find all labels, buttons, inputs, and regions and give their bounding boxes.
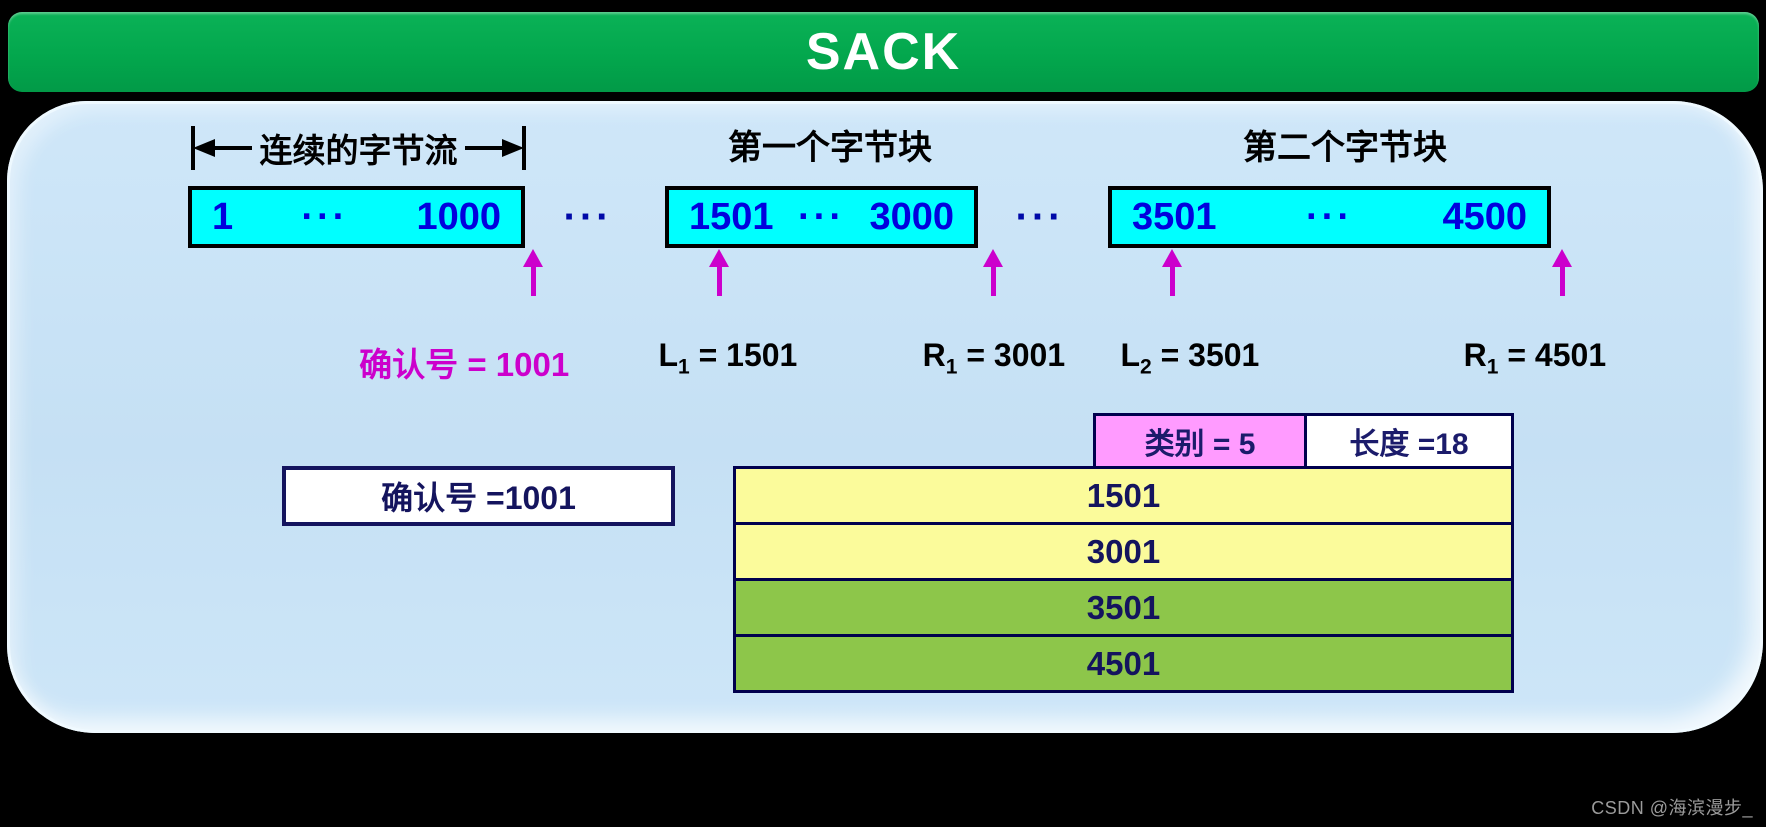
pointer-value: = 1001: [458, 346, 570, 383]
pointer-label-l1: L1 = 1501: [641, 300, 798, 379]
gap-ellipsis-icon: ···: [563, 194, 613, 239]
pointer-sub: 1: [677, 355, 690, 379]
ack-number-box: 确认号 =1001: [282, 466, 675, 526]
block1-label: 第一个字节块: [728, 128, 932, 167]
up-arrow-icon: [1162, 249, 1182, 296]
pointer-label-r1: R1 = 3001: [905, 300, 1065, 379]
ellipsis-icon: ···: [301, 195, 349, 238]
dimension-arrow-right-icon: [465, 126, 526, 170]
ellipsis-icon: ···: [1306, 195, 1353, 238]
dimension-label: 连续的字节流: [259, 132, 458, 169]
range-start: 1: [212, 195, 234, 238]
up-arrow-icon: [709, 249, 729, 296]
byte-range-box-2: 1501 ··· 3000: [665, 186, 978, 248]
pointer-sub: 1: [945, 355, 958, 379]
watermark: CSDN @海滨漫步_: [1591, 798, 1753, 818]
byte-range-box-1: 1 ··· 1000: [188, 186, 525, 248]
gap-ellipsis-icon: ···: [1015, 194, 1065, 239]
pointer-base: R: [1463, 337, 1487, 373]
dimension-arrow-left-icon: [191, 126, 252, 170]
pointer-value: = 3001: [957, 337, 1066, 373]
pointer-label-ack: 确认号 = 1001: [341, 300, 569, 390]
range-start: 3501: [1132, 195, 1217, 238]
pointer-sub: 2: [1139, 355, 1152, 379]
option-length-cell: 长度 =18: [1304, 413, 1514, 469]
pointer-base: L: [658, 337, 678, 373]
up-arrow-icon: [523, 249, 543, 296]
pointer-label-r1b: R1 = 4501: [1446, 300, 1606, 379]
page-title: SACK: [805, 23, 962, 81]
pointer-label-l2: L2 = 3501: [1103, 300, 1260, 379]
option-type-cell: 类别 = 5: [1093, 413, 1307, 469]
pointer-value: = 4501: [1498, 337, 1607, 373]
ellipsis-icon: ···: [798, 195, 845, 238]
pointer-value: = 3501: [1151, 337, 1260, 373]
byte-range-box-3: 3501 ··· 4500: [1108, 186, 1551, 248]
up-arrow-icon: [983, 249, 1003, 296]
title-bar: SACK: [8, 12, 1759, 92]
range-end: 4500: [1442, 195, 1527, 238]
pointer-sub: 1: [1486, 355, 1499, 379]
up-arrow-icon: [1552, 249, 1572, 296]
range-end: 1000: [416, 195, 501, 238]
pointer-value: = 1501: [689, 337, 798, 373]
table-row: 4501: [733, 634, 1514, 693]
pointer-base: L: [1120, 337, 1140, 373]
dimension-indicator: 连续的字节流: [190, 124, 527, 172]
range-start: 1501: [689, 195, 774, 238]
table-row: 1501: [733, 466, 1514, 525]
table-row: 3501: [733, 578, 1514, 637]
table-row: 3001: [733, 522, 1514, 581]
pointer-base: R: [922, 337, 946, 373]
block2-label: 第二个字节块: [1243, 128, 1447, 167]
pointer-base: 确认号: [359, 346, 459, 383]
range-end: 3000: [869, 195, 954, 238]
sack-option-table: 1501 3001 3501 4501: [733, 466, 1514, 693]
